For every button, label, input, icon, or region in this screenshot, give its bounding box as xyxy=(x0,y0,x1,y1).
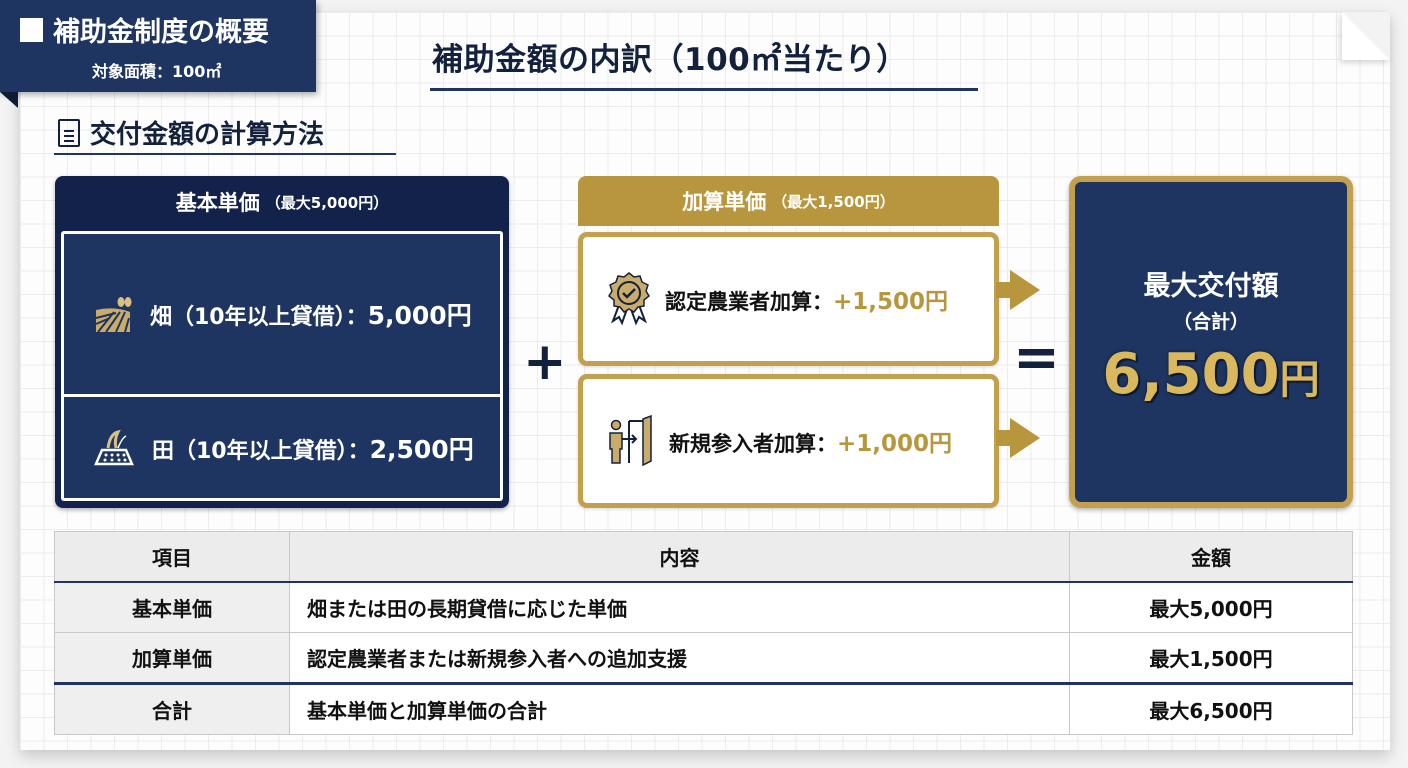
row-item: 基本単価 xyxy=(54,581,290,633)
basic-unit-note: （最大5,000円） xyxy=(265,193,389,212)
paddy-label: 田（10年以上貸借）： xyxy=(152,438,370,464)
total-label: 最大交付額 xyxy=(1143,271,1279,302)
row-amount: 最大1,500円 xyxy=(1069,632,1353,684)
badge-subtitle: 対象面積：100㎡ xyxy=(92,62,222,81)
column-header-content: 内容 xyxy=(289,531,1070,583)
table-row-total: 合計 基本単価と加算単価の合計 最大6,500円 xyxy=(54,682,1353,735)
row-item: 合計 xyxy=(54,682,290,735)
field-label: 畑（10年以上貸借）： xyxy=(150,305,368,330)
basic-item-paddy: 田（10年以上貸借）：2,500円 xyxy=(64,397,500,498)
summary-table: 項目 内容 金額 基本単価 畑または田の長期貸借に応じた単価 最大5,000円 … xyxy=(54,531,1353,735)
new-entrant-door-icon xyxy=(609,415,652,467)
page-fold-corner xyxy=(1342,12,1390,60)
new-entrant-amount: +1,000円 xyxy=(837,431,953,457)
equals-operator: = xyxy=(1013,325,1060,390)
row-item: 加算単価 xyxy=(54,632,290,684)
certified-label: 認定農業者加算： xyxy=(665,290,833,314)
row-amount: 最大5,000円 xyxy=(1069,581,1353,633)
column-header-item: 項目 xyxy=(54,531,290,583)
table-row: 加算単価 認定農業者または新規参入者への追加支援 最大1,500円 xyxy=(54,632,1353,684)
additional-item-new-entrant: 新規参入者加算：+1,000円 xyxy=(578,374,999,508)
basic-unit-panel: 基本単価 （最大5,000円） 畑（10年以上貸借）：5,000円 田（10 xyxy=(55,176,509,508)
table-row: 基本単価 畑または田の長期貸借に応じた単価 最大5,000円 xyxy=(54,581,1353,633)
paddy-amount: 2,500円 xyxy=(369,434,474,464)
additional-unit-title: 加算単価 xyxy=(682,190,767,214)
field-amount: 5,000円 xyxy=(367,301,472,330)
section-heading: 交付金額の計算方法 xyxy=(58,114,324,151)
arrow-right-icon xyxy=(996,418,1040,458)
arrow-right-icon xyxy=(996,270,1040,310)
certified-amount: +1,500円 xyxy=(833,289,949,315)
column-header-amount: 金額 xyxy=(1069,531,1353,583)
section-underline xyxy=(54,153,396,155)
page-icon xyxy=(58,118,80,147)
additional-item-certified: 認定農業者加算：+1,500円 xyxy=(578,232,999,366)
section-title: 交付金額の計算方法 xyxy=(90,120,325,150)
total-sublabel: （合計） xyxy=(1172,311,1249,333)
table-header-row: 項目 内容 金額 xyxy=(54,531,1353,583)
total-amount: 6,500円 xyxy=(1102,342,1320,407)
plus-operator: + xyxy=(523,332,567,392)
row-content: 畑または田の長期貸借に応じた単価 xyxy=(289,581,1070,633)
row-content: 基本単価と加算単価の合計 xyxy=(289,682,1070,735)
badge-ribbon-tail xyxy=(0,92,18,108)
additional-unit-header: 加算単価 （最大1,500円） xyxy=(578,176,999,226)
title-underline xyxy=(430,88,978,91)
basic-item-field: 畑（10年以上貸借）：5,000円 xyxy=(64,234,500,394)
additional-unit-note: （最大1,500円） xyxy=(772,192,895,211)
overview-badge: 補助金制度の概要 対象面積：100㎡ xyxy=(0,0,316,92)
page-title: 補助金額の内訳（100㎡当たり） xyxy=(432,42,908,78)
rice-paddy-icon xyxy=(94,429,134,465)
document-icon xyxy=(20,17,43,42)
total-panel: 最大交付額 （合計） 6,500円 xyxy=(1069,176,1353,508)
row-amount: 最大6,500円 xyxy=(1069,682,1353,735)
new-entrant-label: 新規参入者加算： xyxy=(669,432,837,456)
certified-badge-icon xyxy=(608,272,650,326)
field-icon xyxy=(95,297,132,333)
basic-unit-title: 基本単価 xyxy=(175,191,260,215)
badge-title: 補助金制度の概要 xyxy=(53,17,269,48)
row-content: 認定農業者または新規参入者への追加支援 xyxy=(289,632,1070,684)
